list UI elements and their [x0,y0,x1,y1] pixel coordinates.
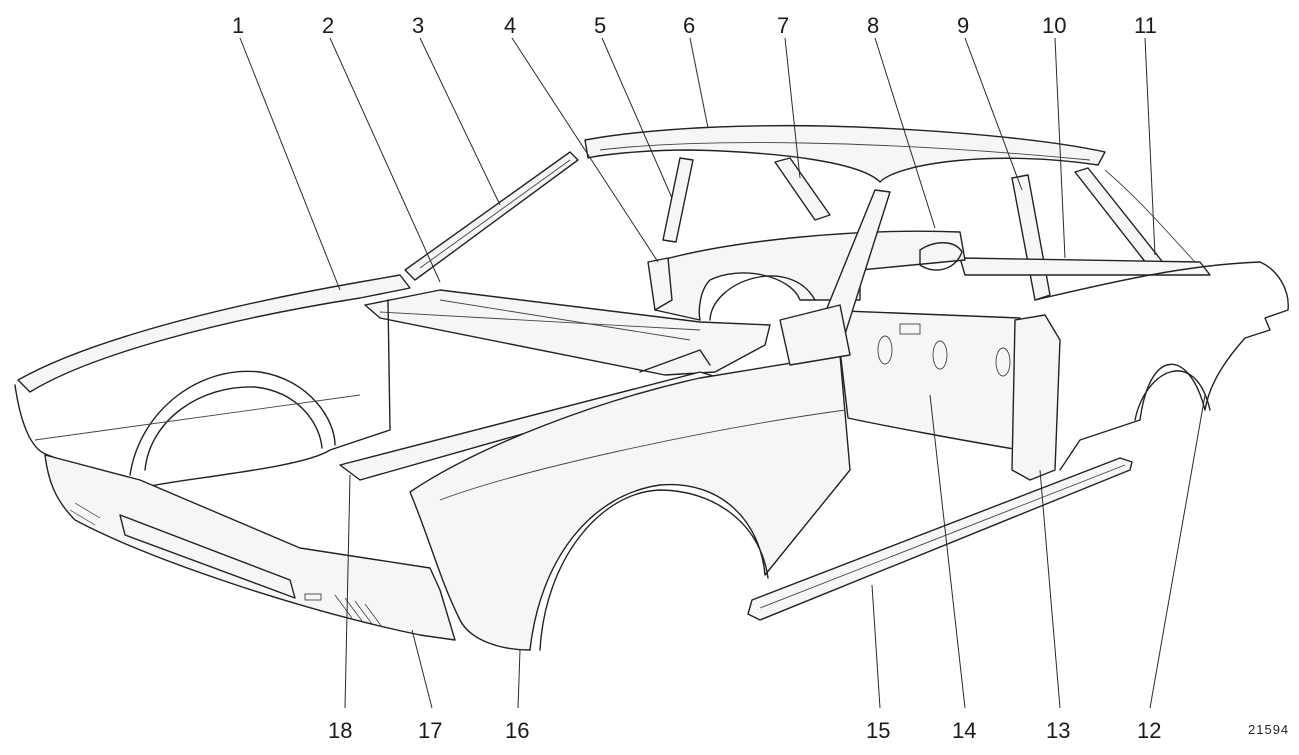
callout-10: 10 [1042,13,1066,38]
parcel-shelf [959,257,1211,276]
callout-2: 2 [322,13,334,38]
callout-labels: 1 2 3 4 5 6 7 8 9 10 11 18 17 16 15 14 1… [232,13,1289,743]
callout-18: 18 [328,718,352,743]
callout-4: 4 [504,13,516,38]
callout-9: 9 [957,13,969,38]
b-pillar-right [1011,174,1051,301]
leader-lines [239,37,1206,709]
reference-number: 21594 [1248,722,1289,737]
hinge-pillar [779,304,851,366]
callout-8: 8 [867,13,879,38]
door-outer-panel [409,354,851,651]
callout-12: 12 [1137,718,1161,743]
car-body-drawing [14,124,1289,651]
rear-quarter-panel [1034,261,1289,471]
callout-1: 1 [232,13,244,38]
center-pillar-left [662,157,694,243]
inner-side-panel [819,309,1031,451]
rear-quarter-pillar [774,157,831,221]
front-apron [44,454,456,641]
callout-5: 5 [594,13,606,38]
callout-11: 11 [1134,13,1157,38]
callout-15: 15 [866,718,890,743]
rocker-panel [747,457,1133,621]
callout-17: 17 [418,718,442,743]
lock-pillar [1011,314,1061,481]
callout-14: 14 [952,718,976,743]
wheel-arch-bracket [647,257,673,311]
callout-7: 7 [777,13,789,38]
callout-3: 3 [412,13,424,38]
callout-6: 6 [683,13,695,38]
callout-13: 13 [1046,718,1070,743]
roof-panel [584,124,1106,183]
front-grille-opening [119,514,296,599]
cowl-panel [364,289,771,376]
rear-bulkhead [654,230,966,321]
callout-16: 16 [505,718,529,743]
front-wing-top-strip [17,274,411,393]
